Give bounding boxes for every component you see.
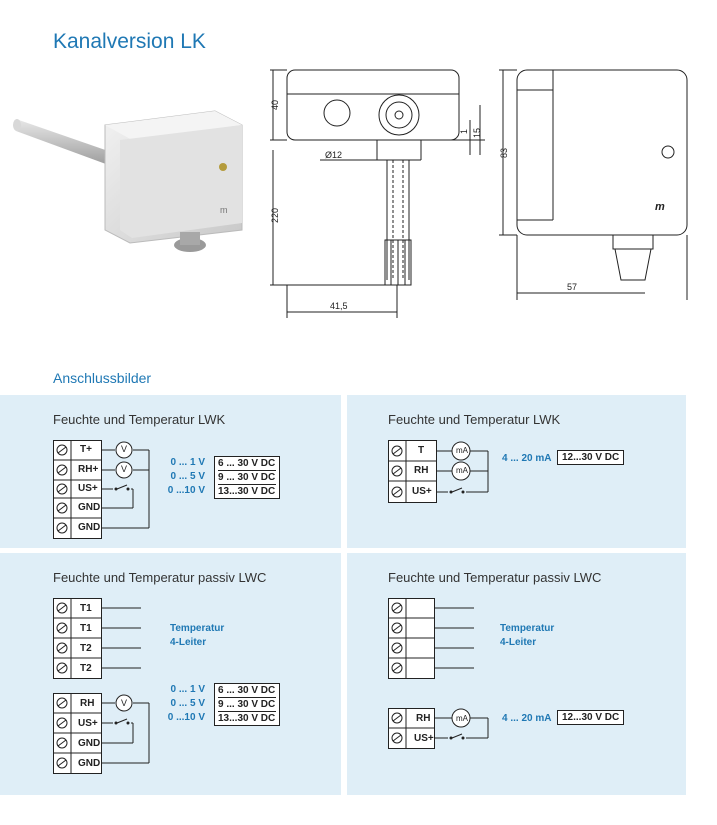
terminal-label: T2 <box>80 643 92 654</box>
dim-41-5: 41,5 <box>330 301 348 311</box>
terminal-label: T1 <box>80 603 92 614</box>
page-title: Kanalversion LK <box>53 30 206 53</box>
dim-12: Ø12 <box>325 150 342 160</box>
svg-text:m: m <box>220 205 228 215</box>
terminal-label: US+ <box>78 483 98 494</box>
ammeter-label: mA <box>456 466 468 475</box>
dim-220: 220 <box>270 208 280 223</box>
dim-83: 83 <box>499 148 509 158</box>
terminal-label: GND <box>78 738 101 749</box>
dim-1: 1 <box>459 129 469 134</box>
terminal-label: T1 <box>80 623 92 634</box>
terminal-label: GND <box>78 502 101 513</box>
voltmeter-label: V <box>121 698 128 708</box>
terminal-label: US+ <box>412 486 432 497</box>
terminal-block-lwc-v <box>53 598 150 774</box>
output-range: 4 ... 20 mA <box>502 453 552 464</box>
terminal-label: GND <box>78 522 101 533</box>
terminal-label: RH <box>416 713 431 724</box>
supply-box: 12...30 V DC <box>557 710 625 725</box>
terminal-label: T+ <box>80 444 92 455</box>
brand-logo: m <box>655 201 665 213</box>
terminal-label: GND <box>78 758 101 769</box>
front-dimension-drawing: 40 220 Ø12 41,5 1 15 <box>270 69 485 318</box>
side-dimension-drawing: m 83 57 <box>499 69 688 300</box>
terminal-label: RH <box>80 698 95 709</box>
voltmeter-label: V <box>121 444 128 454</box>
terminal-label: RH <box>414 465 429 476</box>
voltmeter-label: V <box>121 464 128 474</box>
section-title: Anschlussbilder <box>53 370 152 386</box>
terminal-label: US+ <box>414 733 434 744</box>
panel-lwc-voltage <box>0 553 341 795</box>
panel-title: Feuchte und Temperatur LWK <box>53 412 226 427</box>
supply-box: 12...30 V DC <box>557 450 625 465</box>
panel-title: Feuchte und Temperatur passiv LWC <box>53 570 267 585</box>
dim-40: 40 <box>270 100 280 110</box>
product-photo: m <box>13 110 243 252</box>
dim-15: 15 <box>472 128 482 138</box>
terminal-block-lwk-v <box>53 440 150 539</box>
panel-title: Feuchte und Temperatur passiv LWC <box>388 570 602 585</box>
dim-57: 57 <box>567 282 577 292</box>
terminal-label: US+ <box>78 718 98 729</box>
terminal-label: RH+ <box>78 464 99 475</box>
terminal-block-lwk-ma <box>388 440 489 503</box>
terminal-label: T <box>418 445 425 456</box>
terminal-block-lwc-ma <box>388 598 489 749</box>
panel-title: Feuchte und Temperatur LWK <box>388 412 561 427</box>
output-range: 4 ... 20 mA <box>502 713 552 724</box>
ammeter-label: mA <box>456 446 468 455</box>
terminal-label: T2 <box>80 663 92 674</box>
ammeter-label: mA <box>456 714 468 723</box>
